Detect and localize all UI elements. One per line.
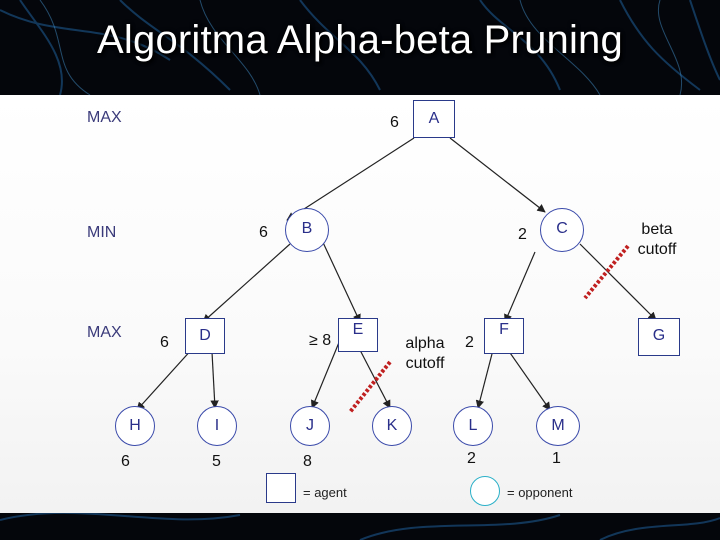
node-f-value: 2 — [465, 334, 474, 351]
legend-opponent-text: = opponent — [507, 485, 573, 500]
alpha-cutoff-line2: cutoff — [405, 355, 445, 372]
level-label-max-top: MAX — [87, 109, 122, 126]
beta-cutoff-line1: beta — [641, 221, 673, 238]
node-b: B — [285, 208, 329, 252]
level-label-min: MIN — [87, 224, 117, 241]
node-a-value: 6 — [390, 114, 399, 131]
beta-cutoff-label: beta cutoff — [628, 220, 686, 260]
node-g: G — [638, 318, 680, 356]
node-k: K — [372, 406, 412, 446]
legend-agent-text: = agent — [303, 485, 347, 500]
alpha-cutoff-label: alpha cutoff — [396, 334, 454, 374]
node-m: M — [536, 406, 580, 446]
alpha-cutoff-line — [348, 360, 392, 414]
node-b-value: 6 — [259, 224, 268, 241]
alpha-cutoff-line1: alpha — [405, 335, 445, 352]
node-l: L — [453, 406, 493, 446]
edge-e-j — [310, 339, 341, 409]
node-f: F — [484, 318, 524, 354]
node-a: A — [413, 100, 455, 138]
node-j-value: 8 — [303, 453, 312, 470]
node-i: I — [197, 406, 237, 446]
edge-d-i — [210, 351, 219, 409]
edge-b-d — [202, 243, 291, 323]
edge-a-b — [286, 137, 415, 221]
edge-f-l — [475, 349, 494, 409]
diagram-panel — [0, 95, 720, 513]
node-h: H — [115, 406, 155, 446]
legend-agent-square-icon — [266, 473, 296, 503]
edge-c-g — [579, 243, 657, 321]
edge-d-h — [136, 347, 194, 411]
legend-opponent-circle-icon — [470, 476, 500, 506]
node-d: D — [185, 318, 225, 354]
node-c: C — [540, 208, 584, 252]
beta-cutoff-line — [583, 244, 630, 300]
edge-c-f — [504, 251, 536, 323]
edge-b-e — [319, 235, 361, 323]
page-title: Algoritma Alpha-beta Pruning — [97, 18, 623, 62]
node-e: E — [338, 318, 378, 352]
beta-cutoff-line2: cutoff — [637, 241, 677, 258]
node-d-value: 6 — [160, 334, 169, 351]
node-m-value: 1 — [552, 450, 561, 467]
level-label-max-mid: MAX — [87, 324, 122, 341]
node-h-value: 6 — [121, 453, 130, 470]
node-j: J — [290, 406, 330, 446]
node-i-value: 5 — [212, 453, 221, 470]
node-e-value: ≥ 8 — [309, 332, 332, 349]
node-l-value: 2 — [467, 450, 476, 467]
edge-a-c — [449, 137, 546, 213]
node-c-value: 2 — [518, 226, 527, 243]
edge-f-m — [507, 349, 551, 411]
